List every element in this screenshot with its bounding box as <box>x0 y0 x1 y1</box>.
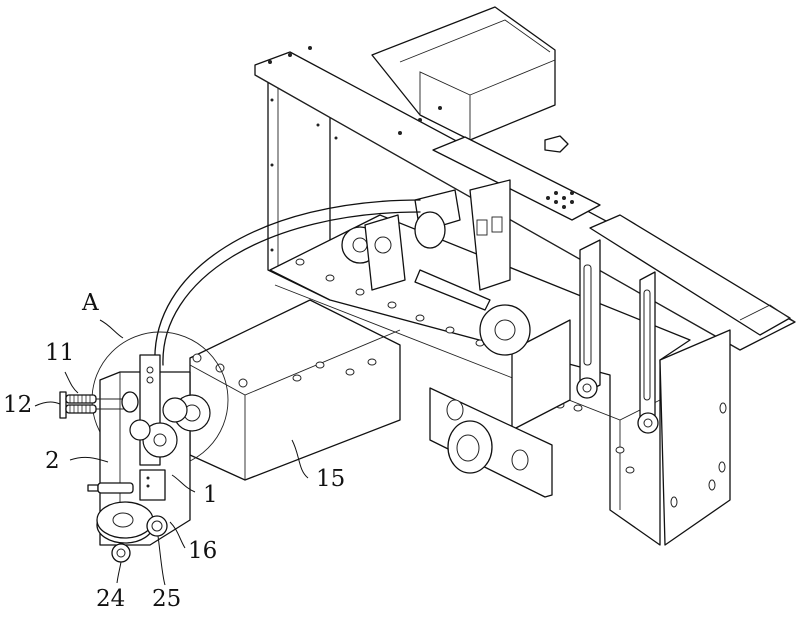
label-part-11: 11 <box>45 340 75 366</box>
leader-lines <box>34 319 309 586</box>
gear-train <box>129 394 211 458</box>
roller-assembly <box>87 482 168 563</box>
center-mechanism <box>341 179 531 356</box>
label-part-1: 1 <box>203 482 218 508</box>
label-part-25: 25 <box>152 586 182 612</box>
knob-assembly <box>59 391 139 419</box>
linkage-arms <box>576 239 659 434</box>
label-part-12: 12 <box>3 392 33 418</box>
motor <box>371 6 569 153</box>
right-side-plate <box>659 329 731 546</box>
label-part-24: 24 <box>96 586 126 612</box>
guide-channel <box>432 136 796 336</box>
label-part-15: 15 <box>316 466 346 492</box>
inner-box <box>511 319 571 431</box>
label-part-2: 2 <box>45 448 60 474</box>
label-part-16: 16 <box>188 538 218 564</box>
lower-mount-plate <box>429 387 553 498</box>
label-detail-a: A <box>82 290 99 316</box>
hole-pattern <box>546 191 574 209</box>
box-15 <box>189 299 401 481</box>
